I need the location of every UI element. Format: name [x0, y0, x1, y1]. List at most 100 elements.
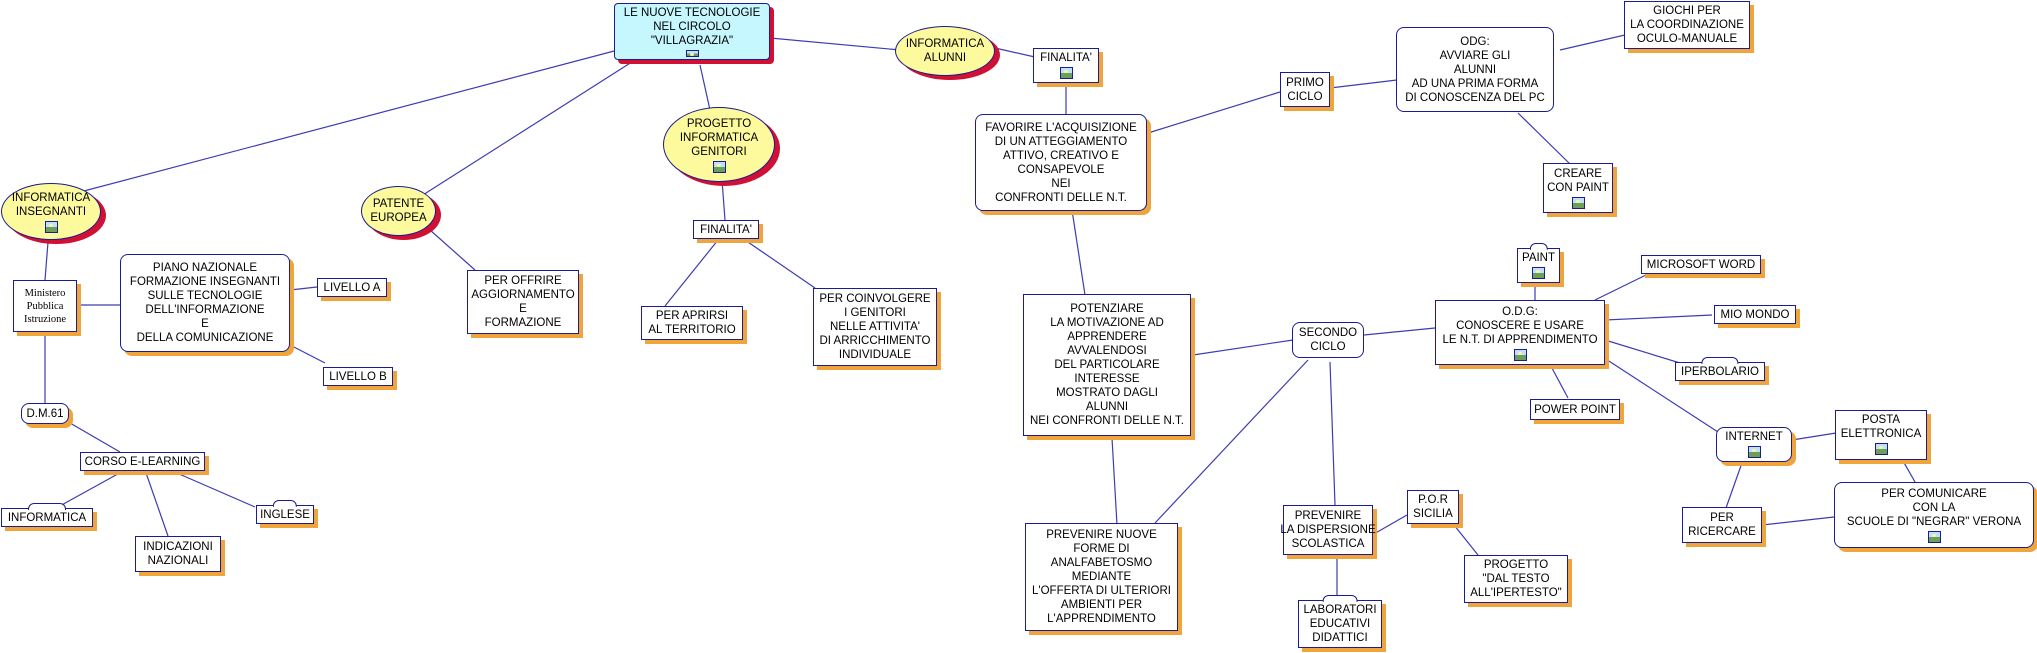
per-aprirsi-node[interactable]: PER APRIRSI AL TERRITORIO [641, 306, 743, 340]
paint-node[interactable]: PAINT [1517, 248, 1560, 283]
edge [1594, 351, 1719, 433]
iperbolario-label: IPERBOLARIO [1681, 365, 1759, 378]
odg-secondo-label: O.D.G: CONOSCERE E USARE LE N.T. DI APPR… [1442, 305, 1598, 346]
per-ricercare-node[interactable]: PER RICERCARE [1682, 507, 1762, 543]
potenziare-node[interactable]: POTENZIARE LA MOTIVAZIONE AD APPRENDERE … [1023, 294, 1191, 436]
laboratori-node[interactable]: LABORATORI EDUCATIVI DIDATTICI [1298, 600, 1382, 648]
indicazioni-label: INDICAZIONI NAZIONALI [143, 541, 213, 567]
image-icon[interactable] [1513, 348, 1527, 361]
finalita-genitori-label: FINALITA' [700, 223, 752, 236]
ms-word-node[interactable]: MICROSOFT WORD [1641, 255, 1761, 274]
corso-elearning-node[interactable]: CORSO E-LEARNING [80, 452, 205, 471]
livello-a-node[interactable]: LIVELLO A [317, 278, 387, 297]
por-sicilia-node[interactable]: P.O.R SICILIA [1407, 490, 1459, 524]
edge [79, 49, 619, 193]
patente-europea-label: PATENTE EUROPEA [370, 198, 427, 224]
edge [289, 344, 326, 364]
piano-nazionale-node[interactable]: PIANO NAZIONALE FORMAZIONE INSEGNANTI SU… [120, 254, 290, 352]
per-coinvolgere-label: PER COINVOLGERE I GENITORI NELLE ATTIVIT… [819, 293, 931, 361]
finalita-alunni-label: FINALITA' [1040, 52, 1092, 64]
ministero-label: Ministero Pubblica Istruzione [24, 287, 66, 325]
image-icon[interactable] [685, 50, 699, 57]
edge [144, 469, 169, 537]
edge [1371, 514, 1408, 536]
edge [1329, 79, 1398, 89]
favorire-node[interactable]: FAVORIRE L'ACQUISIZIONE DI UN ATTEGGIAME… [975, 114, 1147, 211]
edge [1329, 361, 1336, 506]
image-icon[interactable] [712, 160, 726, 173]
edge [57, 469, 126, 508]
image-icon[interactable] [1532, 267, 1545, 279]
power-point-node[interactable]: POWER POINT [1530, 399, 1620, 420]
odg-primo-node[interactable]: ODG: AVVIARE GLI ALUNNI AD UNA PRIMA FOR… [1396, 27, 1554, 112]
ministero-node[interactable]: Ministero Pubblica Istruzione [13, 280, 77, 332]
progetto-testo-label: PROGETTO "DAL TESTO ALL'IPERTESTO" [1470, 559, 1562, 599]
informatica-label: INFORMATICA [7, 511, 87, 524]
iperbolario-node[interactable]: IPERBOLARIO [1675, 362, 1765, 381]
informatica-alunni-label: INFORMATICA ALUNNI [905, 38, 985, 64]
informatica-insegnanti-node[interactable]: INFORMATICA INSEGNANTI [1, 183, 101, 240]
informatica-node[interactable]: INFORMATICA [1, 508, 93, 527]
image-icon[interactable] [1874, 443, 1888, 455]
edge [1111, 437, 1118, 526]
secondo-ciclo-node[interactable]: SECONDO CICLO [1292, 322, 1364, 358]
per-comunicare-node[interactable]: PER COMUNICARE CON LA SCUOLE DI "NEGRAR"… [1834, 482, 2034, 548]
per-ricercare-label: PER RICERCARE [1688, 512, 1756, 538]
livello-b-node[interactable]: LIVELLO B [323, 367, 393, 386]
creare-paint-node[interactable]: CREARE CON PAINT [1543, 163, 1613, 213]
mio-mondo-label: MIO MONDO [1720, 308, 1790, 321]
ms-word-label: MICROSOFT WORD [1646, 258, 1756, 271]
mio-mondo-node[interactable]: MIO MONDO [1714, 305, 1796, 324]
edge [1791, 432, 1837, 441]
image-icon[interactable] [44, 220, 58, 233]
finalita-genitori-node[interactable]: FINALITA' [693, 220, 759, 239]
progetto-genitori-node[interactable]: PROGETTO INFORMATICA GENITORI [663, 107, 775, 182]
root-node-label: LE NUOVE TECNOLOGIE NEL CIRCOLO "VILLAGR… [623, 7, 761, 47]
edge [721, 179, 726, 221]
prevenire-dispersione-node[interactable]: PREVENIRE LA DISPERSIONE SCOLASTICA [1280, 505, 1376, 555]
per-aprirsi-label: PER APRIRSI AL TERRITORIO [648, 310, 736, 336]
per-offrire-label: PER OFFRIRE AGGIORNAMENTO E FORMAZIONE [471, 275, 575, 329]
indicazioni-node[interactable]: INDICAZIONI NAZIONALI [135, 536, 221, 572]
giochi-node[interactable]: GIOCHI PER LA COORDINAZIONE OCULO-MANUAL… [1624, 1, 1750, 49]
internet-node[interactable]: INTERNET [1716, 427, 1792, 462]
image-icon[interactable] [1747, 446, 1761, 458]
paint-label: PAINT [1522, 252, 1556, 264]
por-sicilia-label: P.O.R SICILIA [1413, 494, 1453, 520]
posta-node[interactable]: POSTA ELETTRONICA [1835, 410, 1927, 460]
finalita-alunni-node[interactable]: FINALITA' [1033, 48, 1099, 83]
image-icon[interactable] [1927, 531, 1941, 543]
informatica-insegnanti-label: INFORMATICA INSEGNANTI [11, 191, 91, 218]
edge [69, 422, 121, 453]
per-coinvolgere-node[interactable]: PER COINVOLGERE I GENITORI NELLE ATTIVIT… [813, 288, 937, 366]
edge [429, 229, 476, 271]
informatica-alunni-node[interactable]: INFORMATICA ALUNNI [895, 26, 995, 76]
per-comunicare-label: PER COMUNICARE CON LA SCUOLE DI "NEGRAR"… [1846, 488, 2022, 528]
livello-a-label: LIVELLO A [323, 281, 381, 294]
odg-secondo-node[interactable]: O.D.G: CONOSCERE E USARE LE N.T. DI APPR… [1435, 300, 1605, 365]
per-offrire-node[interactable]: PER OFFRIRE AGGIORNAMENTO E FORMAZIONE [467, 270, 579, 334]
dm61-node[interactable]: D.M.61 [21, 403, 69, 424]
progetto-testo-node[interactable]: PROGETTO "DAL TESTO ALL'IPERTESTO" [1464, 555, 1568, 603]
laboratori-label: LABORATORI EDUCATIVI DIDATTICI [1303, 604, 1377, 644]
edge [44, 241, 49, 281]
edge [1604, 339, 1681, 364]
patente-europea-node[interactable]: PATENTE EUROPEA [361, 186, 436, 236]
edge [414, 59, 636, 201]
primo-ciclo-label: PRIMO CICLO [1286, 76, 1324, 103]
edge [169, 469, 256, 508]
inglese-node[interactable]: INGLESE [256, 505, 314, 524]
primo-ciclo-node[interactable]: PRIMO CICLO [1280, 72, 1330, 107]
root-node[interactable]: LE NUOVE TECNOLOGIE NEL CIRCOLO "VILLAGR… [614, 3, 770, 60]
image-icon[interactable] [1059, 67, 1073, 79]
edge [1363, 327, 1436, 336]
giochi-label: GIOCHI PER LA COORDINAZIONE OCULO-MANUAL… [1630, 5, 1744, 45]
prevenire-nuove-node[interactable]: PREVENIRE NUOVE FORME DI ANALFABETOSMO M… [1025, 523, 1178, 631]
edge [1761, 516, 1835, 526]
image-icon[interactable] [1571, 197, 1585, 209]
power-point-label: POWER POINT [1534, 403, 1616, 416]
inglese-label: INGLESE [260, 508, 310, 521]
posta-label: POSTA ELETTRONICA [1840, 414, 1922, 440]
